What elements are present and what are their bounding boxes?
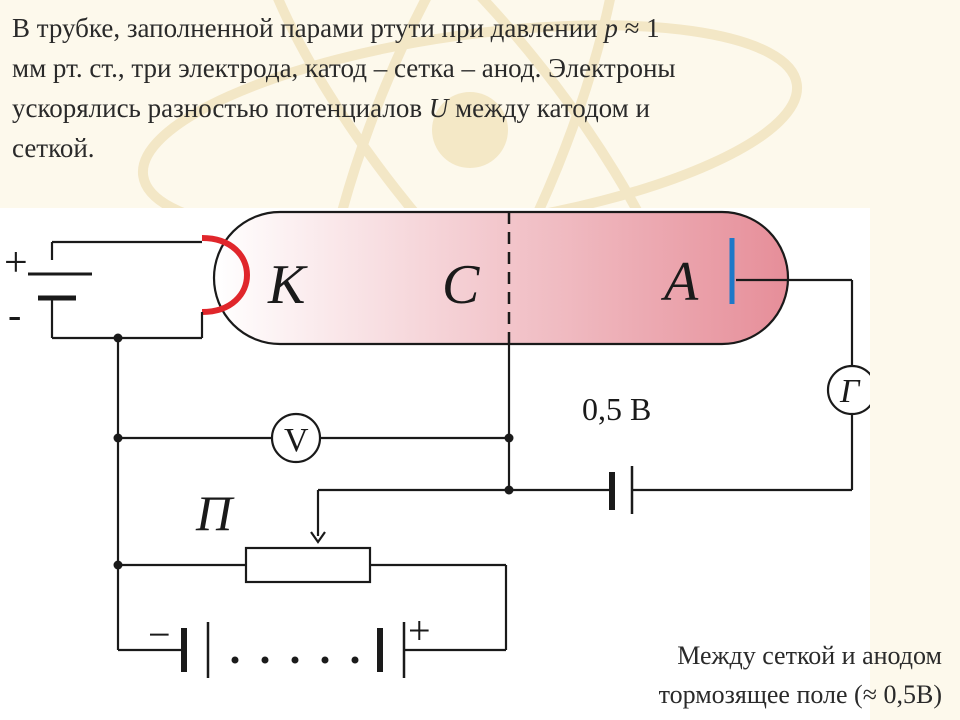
intro-text: между катодом и [455, 93, 650, 123]
battery-minus-label: − [148, 612, 171, 657]
intro-line-2: мм рт. ст., три электрода, катод – сетка… [12, 53, 676, 83]
caption-line-2: тормозящее поле (≈ 0,5В) [658, 680, 942, 709]
supply-battery-cells [231, 656, 359, 664]
grid-label: С [442, 254, 480, 316]
caption-line-1: Между сеткой и анодом [677, 641, 942, 670]
intro-line-1: В трубке, заполненной парами ртути при д… [12, 8, 948, 48]
source-plus-label: + [4, 240, 28, 286]
retarding-voltage-label: 0,5 В [582, 391, 651, 427]
potentiometer [244, 546, 372, 584]
heater-source [28, 240, 204, 340]
galvanometer-label: Г [839, 373, 861, 410]
circuit-diagram: + - К С А Г V 0,5 В П − + [4, 210, 870, 678]
tube [212, 210, 790, 346]
slider-arrow [310, 531, 326, 544]
caption: Между сеткой и анодом тормозящее поле (≈… [522, 636, 942, 714]
pressure-value: ≈ 1 [624, 13, 660, 43]
intro-text: ускорялись разностью потенциалов [12, 93, 423, 123]
junction-dots [113, 333, 514, 570]
franck-hertz-scheme: + - К С А Г V 0,5 В П − + [0, 208, 870, 720]
retarding-battery [609, 466, 634, 514]
potentiometer-label: П [195, 485, 235, 541]
battery-plus-label: + [408, 608, 431, 653]
intro-line-4: сеткой. [12, 133, 95, 163]
voltmeter-label: V [284, 422, 309, 459]
source-minus-label: - [8, 292, 21, 337]
problem-statement: В трубке, заполненной парами ртути при д… [12, 8, 948, 168]
cathode-filament [201, 235, 250, 315]
voltage-symbol: U [428, 93, 449, 123]
anode-label: А [660, 251, 699, 313]
cathode-label: К [267, 254, 308, 316]
supply-battery [181, 622, 406, 678]
intro-line-3: ускорялись разностью потенциалов U между… [12, 88, 948, 128]
pressure-symbol: p [604, 13, 618, 43]
intro-text: В трубке, заполненной парами ртути при д… [12, 13, 598, 43]
